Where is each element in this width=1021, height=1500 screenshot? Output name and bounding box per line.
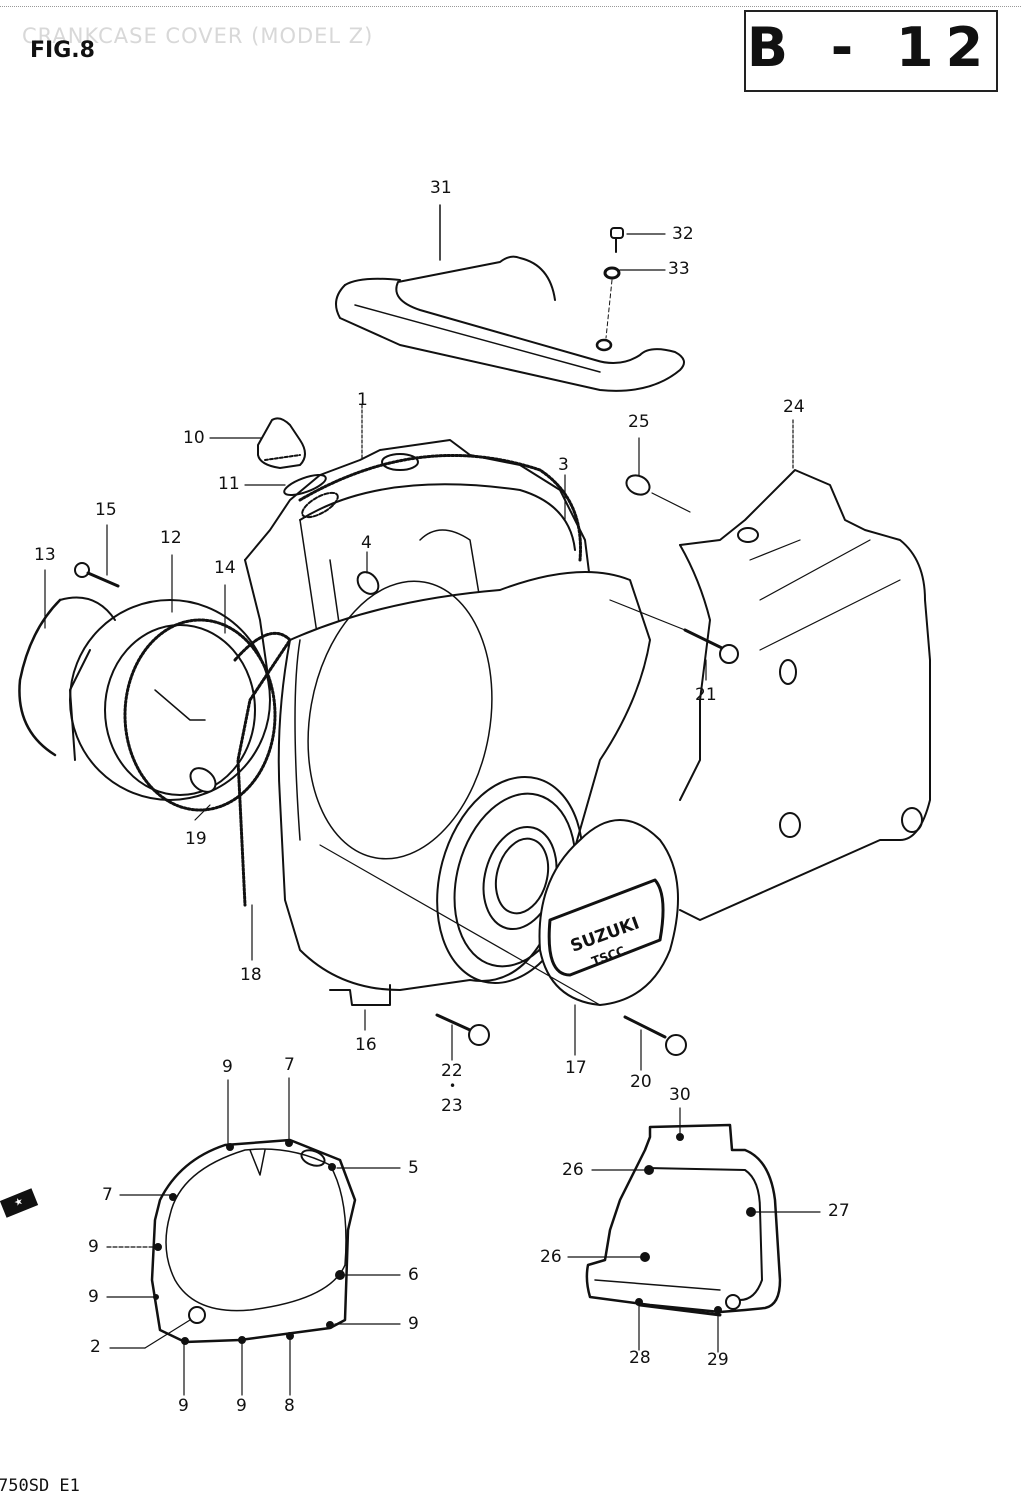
callout-3: 3	[558, 455, 569, 475]
callout-14: 14	[214, 558, 236, 578]
part-22-bolt	[435, 1013, 490, 1046]
callout-30: 30	[669, 1085, 691, 1105]
callout-26-lower: 26	[540, 1247, 562, 1267]
model-code: 750SD E1	[0, 1476, 80, 1496]
callout-16: 16	[355, 1035, 377, 1055]
callout-27: 27	[828, 1201, 850, 1221]
callout-25: 25	[628, 412, 650, 432]
part-13-cap	[18, 596, 116, 757]
callout-23: 23	[441, 1096, 463, 1116]
part-4-dowel-pin	[356, 571, 380, 595]
part-21-bolt	[683, 628, 739, 664]
part-3-gasket	[298, 453, 582, 562]
leader-19	[194, 804, 211, 821]
gasket-leaders	[106, 1077, 401, 1396]
callout-29: 29	[707, 1350, 729, 1370]
callout-13: 13	[34, 545, 56, 565]
callout-12: 12	[160, 528, 182, 548]
callout-8: 8	[284, 1396, 295, 1416]
leader-17-axis	[319, 844, 601, 1006]
leader-33-axis	[605, 279, 613, 339]
leader-25-axis	[651, 492, 691, 513]
scan-edge-dots	[0, 6, 1021, 7]
callout-2: 2	[90, 1337, 101, 1357]
callout-17: 17	[565, 1058, 587, 1078]
part-20-bolt	[623, 1015, 687, 1056]
callout-19: 19	[185, 829, 207, 849]
part-31-cover-plate	[335, 255, 685, 392]
part-14-gasket	[123, 618, 277, 812]
part-18-gasket	[233, 631, 292, 907]
faded-title: CRANKCASE COVER (MODEL Z)	[22, 24, 374, 48]
callout-15: 15	[95, 500, 117, 520]
callout-20: 20	[630, 1072, 652, 1092]
callout-26-upper: 26	[562, 1160, 584, 1180]
callout-9-left-lower: 9	[88, 1287, 99, 1307]
part-33-washer	[603, 266, 621, 280]
callout-21: 21	[695, 685, 717, 705]
part-32-bolt	[610, 227, 624, 253]
sprocket-gasket-outline	[585, 1123, 782, 1317]
callout-4: 4	[361, 533, 372, 553]
figure-label: FIG.8	[30, 38, 95, 63]
callout-5: 5	[408, 1158, 419, 1178]
callout-7-left: 7	[102, 1185, 113, 1205]
callout-9-left-upper: 9	[88, 1237, 99, 1257]
page-code: B - 12	[746, 16, 996, 79]
part-12-clutch-cover	[69, 599, 271, 801]
callout-9-bottom-left: 9	[178, 1396, 189, 1416]
callout-10: 10	[183, 428, 205, 448]
callout-9-bottom-mid: 9	[236, 1396, 247, 1416]
part-24-right-cover	[679, 469, 931, 921]
callout-1: 1	[357, 390, 368, 410]
part-10-filler-cap	[257, 417, 306, 469]
part-25-dowel	[625, 474, 651, 496]
callout-28: 28	[629, 1348, 651, 1368]
callout-24: 24	[783, 397, 805, 417]
callout-23-separator: •	[449, 1079, 457, 1093]
part-11-o-ring	[283, 474, 327, 496]
callout-33: 33	[668, 259, 690, 279]
leader-21-axis	[609, 599, 686, 631]
callout-22: 22	[441, 1061, 463, 1081]
part-17-emblem-cover: SUZUKI TSCC	[538, 819, 679, 1006]
callout-7-top: 7	[284, 1055, 295, 1075]
callout-6: 6	[408, 1265, 419, 1285]
clutch-gasket-outline	[150, 1138, 357, 1345]
part-15-bolt	[74, 562, 120, 588]
callout-11: 11	[218, 474, 240, 494]
sprocket-leaders	[567, 1107, 821, 1353]
callout-31: 31	[430, 178, 452, 198]
page-code-box: B - 12	[744, 10, 998, 92]
callout-9-top: 9	[222, 1057, 233, 1077]
callout-18: 18	[240, 965, 262, 985]
callout-32: 32	[672, 224, 694, 244]
callout-9-right: 9	[408, 1314, 419, 1334]
